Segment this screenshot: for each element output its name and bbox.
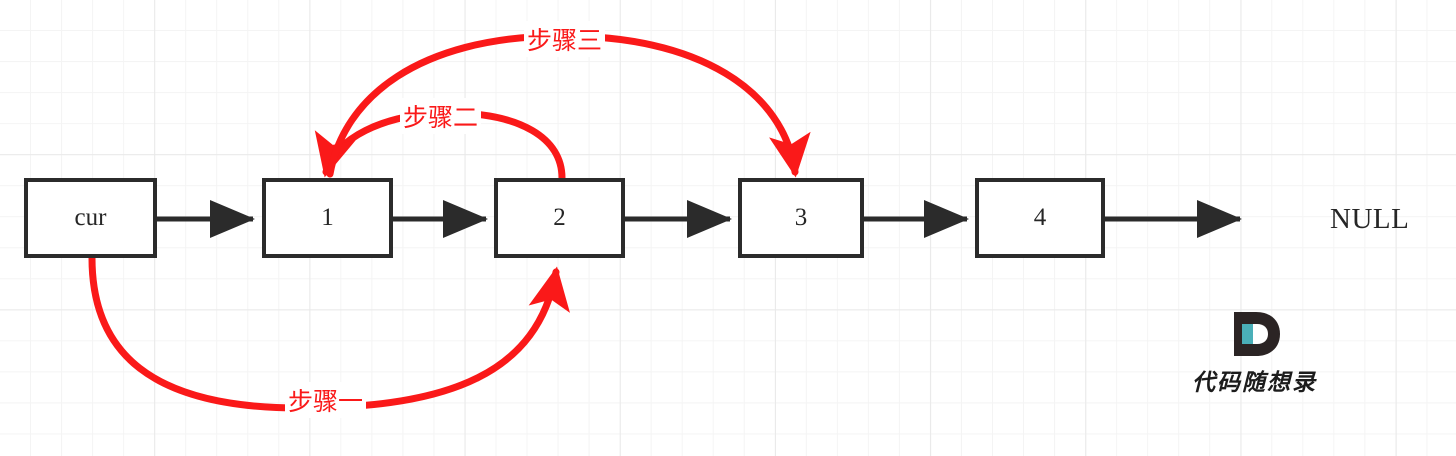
node-2-label: 2 [553,204,566,231]
node-3-label: 3 [794,204,808,231]
node-1-label: 1 [321,204,334,231]
node-1[interactable]: 1 [262,178,393,258]
step-three-label: 步骤三 [524,21,606,57]
watermark-logo-icon [1228,310,1282,358]
watermark-text: 代码随想录 [1192,370,1317,396]
step-one-label: 步骤一 [285,382,367,418]
watermark: 代码随想录 [1192,310,1317,397]
node-cur-label: cur [74,204,107,231]
null-terminator-label: NULL [1330,203,1410,235]
node-2[interactable]: 2 [494,178,625,258]
red-step-curves [88,32,811,412]
node-cur[interactable]: cur [24,178,157,258]
node-4[interactable]: 4 [975,178,1105,258]
node-4-label: 4 [1033,204,1047,231]
node-3[interactable]: 3 [738,178,864,258]
step-two-label: 步骤二 [400,98,482,134]
